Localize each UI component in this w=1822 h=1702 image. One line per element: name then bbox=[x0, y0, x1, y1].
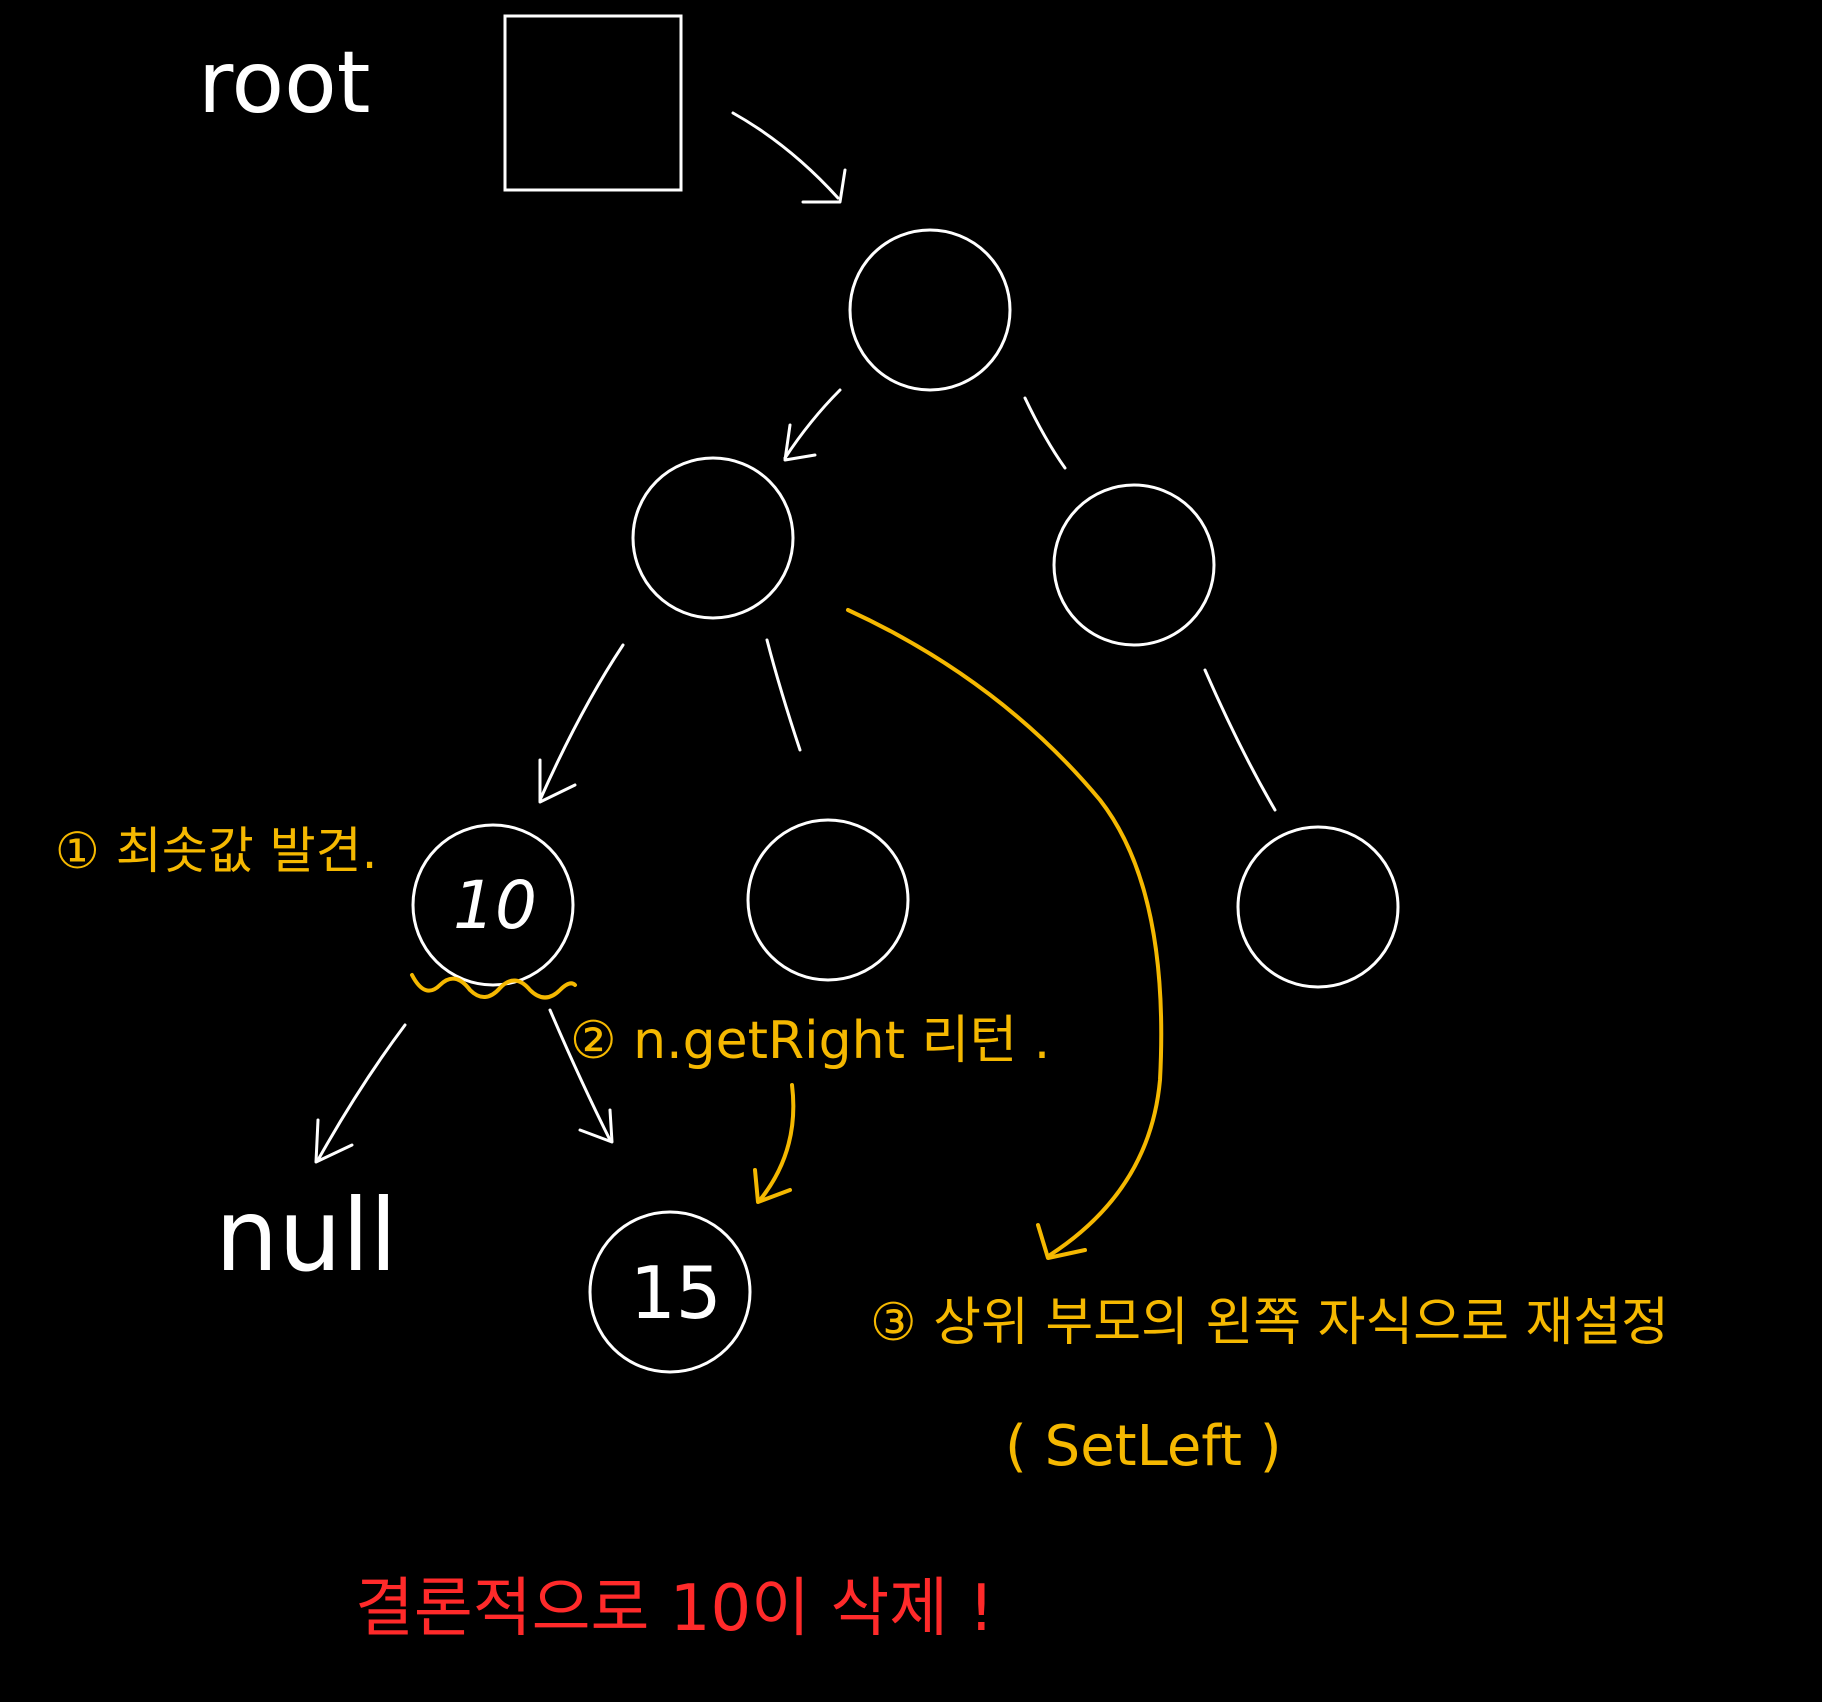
edge-left-leftchild bbox=[538, 643, 625, 802]
step2-arrow-head bbox=[753, 1168, 792, 1204]
root-arrow-head bbox=[801, 168, 847, 204]
edge-root-left bbox=[783, 388, 842, 460]
tree-node-left bbox=[631, 456, 795, 620]
null-label: null bbox=[215, 1177, 397, 1294]
step1-annotation: ① 최솟값 발견. bbox=[55, 822, 378, 880]
tree-node-root bbox=[848, 228, 1012, 392]
tree-node-fifteen bbox=[588, 1210, 752, 1374]
edge-root-right bbox=[1023, 396, 1067, 470]
edge-left-rightchild bbox=[765, 638, 802, 752]
edge-left-leftchild-head bbox=[538, 758, 577, 804]
root-label: root bbox=[198, 33, 370, 133]
edge-min-null-head bbox=[314, 1118, 354, 1164]
step3-curve-arrow bbox=[846, 608, 1164, 1257]
tree-node-left-right bbox=[746, 818, 910, 982]
edge-min-right-head bbox=[578, 1108, 614, 1144]
squiggle-mark bbox=[410, 973, 577, 1000]
tree-node-right bbox=[1052, 483, 1216, 647]
step2-annotation: ② n.getRight 리턴 . bbox=[570, 1011, 1050, 1071]
edge-right-rightchild bbox=[1203, 668, 1277, 812]
min-node-value: 10 bbox=[453, 867, 537, 944]
step2-arrow bbox=[758, 1083, 796, 1202]
edge-root-left-head bbox=[783, 423, 817, 462]
edge-min-null bbox=[316, 1023, 407, 1162]
root-pointer-box bbox=[503, 14, 683, 192]
root-arrow bbox=[731, 111, 840, 200]
tree-node-min bbox=[411, 823, 575, 987]
conclusion-text: 결론적으로 10이 삭제 ! bbox=[355, 1572, 994, 1646]
step3-curve-arrow-head bbox=[1036, 1223, 1087, 1260]
tree-node-right-right bbox=[1236, 825, 1400, 989]
step3-sub-annotation: ( SetLeft ) bbox=[1005, 1414, 1282, 1479]
edge-min-right bbox=[548, 1008, 612, 1142]
step3-annotation: ③ 상위 부모의 왼쪽 자식으로 재설정 bbox=[870, 1293, 1669, 1353]
right-child-value: 15 bbox=[630, 1251, 722, 1335]
